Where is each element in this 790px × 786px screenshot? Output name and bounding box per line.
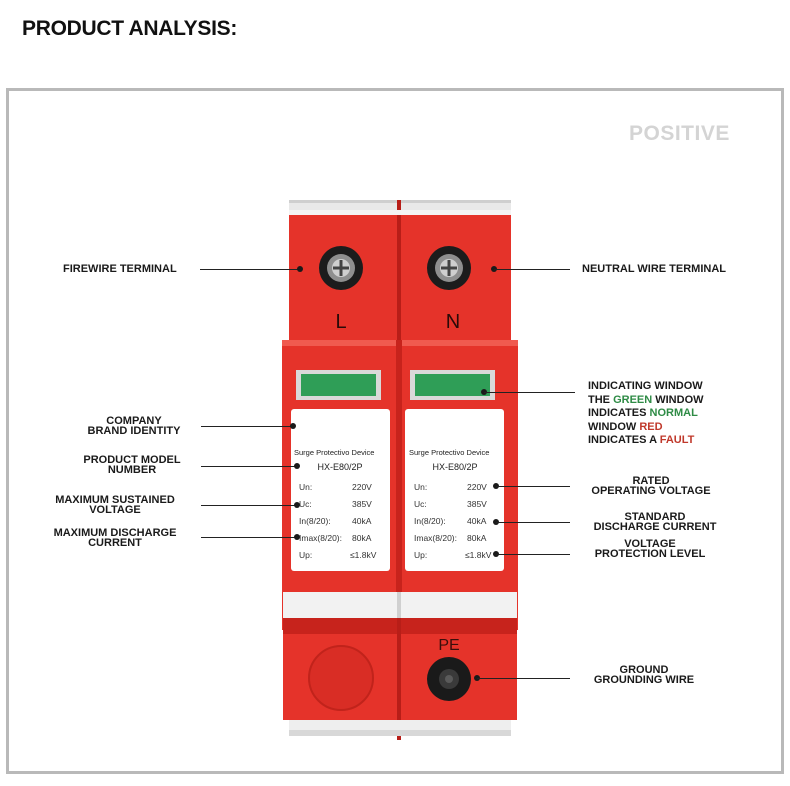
- svg-text:80kA: 80kA: [467, 533, 487, 543]
- svg-text:385V: 385V: [467, 499, 487, 509]
- spec-label-right: [405, 409, 504, 571]
- leader-line: [496, 554, 570, 555]
- svg-text:HX-E80/2P: HX-E80/2P: [432, 462, 477, 472]
- terminal-l-label: L: [335, 311, 346, 333]
- leader-line: [494, 269, 570, 270]
- terminal-n-label: N: [446, 311, 460, 333]
- pe-label: PE: [438, 637, 459, 654]
- svg-text:Up:: Up:: [414, 550, 427, 560]
- leader-line: [201, 505, 296, 506]
- leader-line: [496, 486, 570, 487]
- screw-icon: [427, 246, 471, 290]
- svg-text:Uc:: Uc:: [299, 499, 312, 509]
- leader-line: [200, 269, 300, 270]
- svg-text:220V: 220V: [467, 482, 487, 492]
- indicator-window-left: [301, 374, 376, 396]
- svg-text:Un:: Un:: [414, 482, 427, 492]
- indicator-window-right: [415, 374, 490, 396]
- svg-text:80kA: 80kA: [352, 533, 372, 543]
- leader-line: [201, 466, 296, 467]
- screw-icon: [319, 246, 363, 290]
- leader-dot: [294, 502, 300, 508]
- svg-text:Un:: Un:: [299, 482, 312, 492]
- leader-dot: [297, 266, 303, 272]
- svg-text:In(8/20):: In(8/20):: [414, 516, 446, 526]
- svg-text:In(8/20):: In(8/20):: [299, 516, 331, 526]
- svg-text:Surge Protectivo Device: Surge Protectivo Device: [409, 448, 489, 457]
- leader-dot: [290, 423, 296, 429]
- callout-neutral-wire-terminal: NEUTRAL WIRE TERMINAL: [582, 263, 727, 275]
- leader-line: [484, 392, 575, 393]
- svg-text:Imax(8/20):: Imax(8/20):: [299, 533, 342, 543]
- leader-line: [496, 522, 570, 523]
- leader-line: [201, 426, 291, 427]
- leader-dot: [294, 534, 300, 540]
- svg-text:220V: 220V: [352, 482, 372, 492]
- blank-terminal-cover: [308, 645, 374, 711]
- svg-text:Surge Protectivo Device: Surge Protectivo Device: [294, 448, 374, 457]
- svg-text:Imax(8/20):: Imax(8/20):: [414, 533, 457, 543]
- spec-label-left: [291, 409, 390, 571]
- callout-indicating-window: INDICATING WINDOW THE GREEN WINDOW INDIC…: [588, 380, 704, 446]
- svg-text:≤1.8kV: ≤1.8kV: [350, 550, 377, 560]
- page-title: PRODUCT ANALYSIS:: [22, 17, 238, 40]
- svg-text:40kA: 40kA: [467, 516, 487, 526]
- leader-line: [201, 537, 296, 538]
- svg-text:HX-E80/2P: HX-E80/2P: [317, 462, 362, 472]
- callout-firewire-terminal: FIREWIRE TERMINAL: [63, 263, 177, 275]
- svg-text:Uc:: Uc:: [414, 499, 427, 509]
- leader-dot: [294, 463, 300, 469]
- view-label: POSITIVE: [629, 122, 730, 145]
- svg-text:Up:: Up:: [299, 550, 312, 560]
- ground-terminal-icon: [427, 657, 471, 701]
- svg-text:40kA: 40kA: [352, 516, 372, 526]
- svg-text:≤1.8kV: ≤1.8kV: [465, 550, 492, 560]
- leader-line: [477, 678, 570, 679]
- svg-text:385V: 385V: [352, 499, 372, 509]
